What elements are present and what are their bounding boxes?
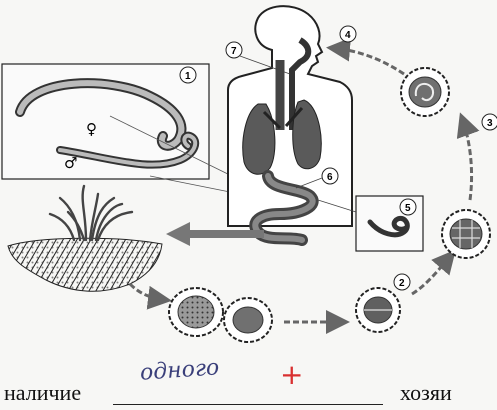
marker-1: 1 [185, 71, 191, 82]
egg-stage-3: 2 [356, 274, 410, 332]
egg-stage-4 [442, 210, 490, 258]
soil-with-grass [8, 186, 162, 291]
marker-4: 4 [345, 30, 351, 41]
answer-blank-line [113, 404, 383, 405]
egg-stage-5: 3 4 [340, 26, 497, 130]
egg-stage-2 [224, 298, 272, 342]
marker-5: 5 [405, 203, 411, 214]
marker-6: 6 [327, 172, 333, 183]
marker-2: 2 [399, 278, 405, 289]
female-symbol: ♀ [86, 120, 97, 138]
marker-3: 3 [487, 118, 493, 129]
male-symbol: ♂ [64, 154, 77, 172]
adult-worms-panel: ♀ ♂ 1 [2, 64, 209, 179]
egg-stage-1 [169, 288, 223, 336]
sentence-before-blank: наличие [4, 380, 81, 406]
marker-7: 7 [231, 46, 237, 57]
sentence-after-blank: хозяи [400, 380, 452, 406]
teacher-plus-mark: + [280, 358, 303, 391]
